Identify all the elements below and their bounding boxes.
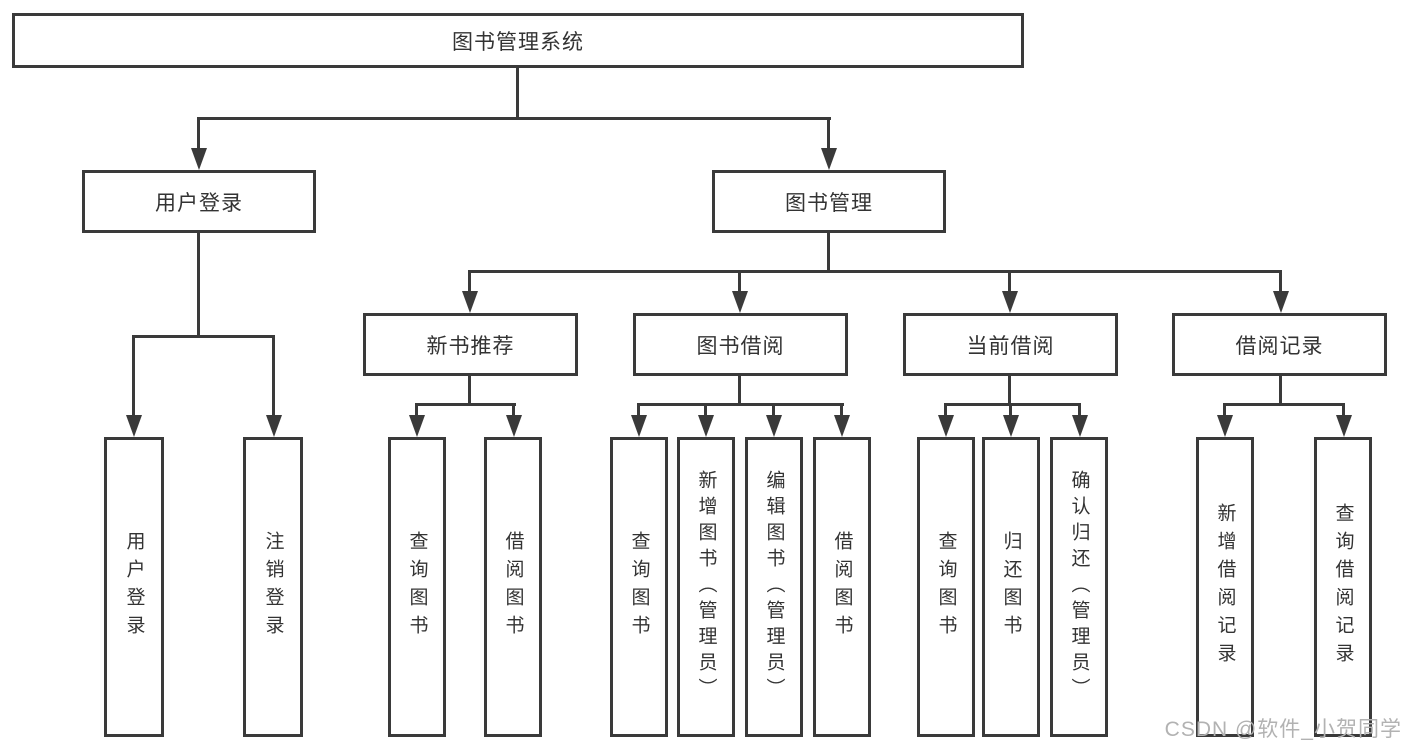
- leaf-add-book-admin-label: 新增图书（管理员）: [695, 470, 717, 704]
- connector-line: [1342, 403, 1345, 423]
- connector-line: [738, 376, 741, 406]
- node-new-book-recommend: 新书推荐: [363, 313, 578, 376]
- node-user-login-label: 用户登录: [155, 191, 243, 215]
- leaf-logout: 注销登录: [243, 437, 303, 737]
- leaf-borrow-borrow-books: 借阅图书: [813, 437, 871, 737]
- connector-line: [772, 403, 775, 423]
- connector-line: [415, 403, 516, 406]
- connector-line: [197, 117, 831, 120]
- leaf-confirm-return-admin: 确认归还（管理员）: [1050, 437, 1108, 737]
- leaf-add-borrow-record: 新增借阅记录: [1196, 437, 1254, 737]
- connector-line: [132, 335, 275, 338]
- connector-line: [1279, 270, 1282, 300]
- leaf-borrow-query-books: 查询图书: [610, 437, 668, 737]
- arrow-down-icon: [631, 415, 647, 437]
- leaf-query-borrow-record: 查询借阅记录: [1314, 437, 1372, 737]
- connector-line: [1279, 376, 1282, 406]
- connector-line: [197, 233, 200, 335]
- connector-line: [468, 376, 471, 406]
- arrow-down-icon: [1273, 291, 1289, 313]
- node-borrow-records: 借阅记录: [1172, 313, 1387, 376]
- connector-line: [738, 270, 741, 300]
- node-root-label: 图书管理系统: [452, 30, 584, 54]
- leaf-recommend-query-books-label: 查询图书: [406, 531, 428, 643]
- node-current-borrow: 当前借阅: [903, 313, 1118, 376]
- arrow-down-icon: [1217, 415, 1233, 437]
- connector-line: [468, 270, 1282, 273]
- leaf-current-query-books-label: 查询图书: [935, 531, 957, 643]
- connector-line: [1009, 403, 1012, 423]
- leaf-recommend-query-books: 查询图书: [388, 437, 446, 737]
- arrow-down-icon: [266, 415, 282, 437]
- connector-line: [637, 403, 640, 423]
- arrow-down-icon: [732, 291, 748, 313]
- node-root: 图书管理系统: [12, 13, 1024, 68]
- node-book-borrow-label: 图书借阅: [696, 334, 785, 358]
- arrow-down-icon: [698, 415, 714, 437]
- leaf-recommend-borrow-books: 借阅图书: [484, 437, 542, 737]
- leaf-add-borrow-record-label: 新增借阅记录: [1214, 503, 1236, 671]
- connector-line: [415, 403, 418, 423]
- leaf-return-books-label: 归还图书: [1000, 531, 1022, 643]
- leaf-borrow-borrow-books-label: 借阅图书: [831, 531, 853, 643]
- connector-line: [1223, 403, 1226, 423]
- node-book-management: 图书管理: [712, 170, 946, 233]
- leaf-user-login: 用户登录: [104, 437, 164, 737]
- connector-line: [827, 117, 830, 157]
- connector-line: [197, 117, 200, 157]
- connector-line: [272, 335, 275, 425]
- leaf-user-login-label: 用户登录: [123, 531, 145, 643]
- connector-line: [704, 403, 707, 423]
- connector-line: [944, 403, 947, 423]
- connector-line: [468, 270, 471, 300]
- connector-line: [1008, 270, 1011, 300]
- connector-line: [1008, 376, 1011, 406]
- connector-line: [516, 68, 519, 117]
- arrow-down-icon: [191, 148, 207, 170]
- node-current-borrow-label: 当前借阅: [966, 334, 1055, 358]
- arrow-down-icon: [409, 415, 425, 437]
- connector-line: [132, 335, 135, 425]
- arrow-down-icon: [1002, 291, 1018, 313]
- connector-line: [637, 403, 844, 406]
- connector-line: [944, 403, 1081, 406]
- csdn-watermark: CSDN @软件_小贺同学: [1164, 718, 1402, 741]
- arrow-down-icon: [938, 415, 954, 437]
- connector-line: [1223, 403, 1345, 406]
- arrow-down-icon: [462, 291, 478, 313]
- node-borrow-records-label: 借阅记录: [1235, 334, 1324, 358]
- leaf-recommend-borrow-books-label: 借阅图书: [502, 531, 524, 643]
- leaf-edit-book-admin: 编辑图书（管理员）: [745, 437, 803, 737]
- arrow-down-icon: [506, 415, 522, 437]
- node-book-management-label: 图书管理: [785, 191, 873, 215]
- leaf-current-query-books: 查询图书: [917, 437, 975, 737]
- arrow-down-icon: [766, 415, 782, 437]
- leaf-confirm-return-admin-label: 确认归还（管理员）: [1068, 470, 1090, 704]
- arrow-down-icon: [126, 415, 142, 437]
- node-new-book-recommend-label: 新书推荐: [426, 334, 515, 358]
- arrow-down-icon: [821, 148, 837, 170]
- leaf-borrow-query-books-label: 查询图书: [628, 531, 650, 643]
- node-book-borrow: 图书借阅: [633, 313, 848, 376]
- leaf-logout-label: 注销登录: [262, 531, 284, 643]
- leaf-return-books: 归还图书: [982, 437, 1040, 737]
- leaf-edit-book-admin-label: 编辑图书（管理员）: [763, 470, 785, 704]
- connector-line: [840, 403, 843, 423]
- connector-line: [512, 403, 515, 423]
- arrow-down-icon: [834, 415, 850, 437]
- connector-line: [827, 233, 830, 270]
- arrow-down-icon: [1003, 415, 1019, 437]
- arrow-down-icon: [1072, 415, 1088, 437]
- connector-line: [1078, 403, 1081, 423]
- node-user-login: 用户登录: [82, 170, 316, 233]
- leaf-add-book-admin: 新增图书（管理员）: [677, 437, 735, 737]
- arrow-down-icon: [1336, 415, 1352, 437]
- leaf-query-borrow-record-label: 查询借阅记录: [1332, 503, 1354, 671]
